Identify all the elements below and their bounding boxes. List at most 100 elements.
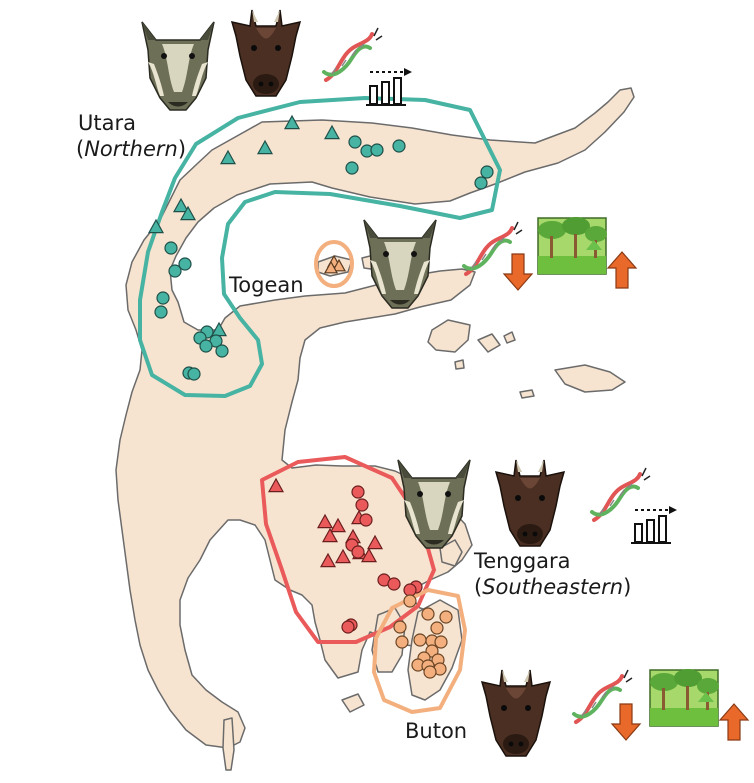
- triangle-sample-marker: [366, 534, 384, 550]
- dna-helix-icon: [590, 466, 652, 522]
- mountain-anoa-head-icon: [495, 459, 565, 547]
- triangle-sample-marker: [147, 218, 165, 234]
- triangle-sample-marker: [179, 205, 197, 221]
- circle-sample-marker: [413, 633, 427, 647]
- main-island: [115, 87, 635, 749]
- togean-label: Togean: [229, 272, 304, 298]
- circle-sample-marker: [156, 291, 170, 305]
- utara-translation-line: (Northern): [76, 136, 186, 162]
- buton-name: Buton: [405, 719, 468, 743]
- sulawesi-landmass: [115, 87, 635, 771]
- togean-region-outline: [314, 240, 354, 288]
- lowland-anoa-head-icon: [141, 21, 215, 111]
- utara-translation: Northern: [84, 137, 178, 161]
- paren-open: (: [76, 137, 85, 161]
- circle-sample-marker: [348, 135, 362, 149]
- triangle-sample-marker: [319, 552, 337, 568]
- down-arrow-icon: [503, 253, 533, 291]
- circle-sample-marker: [395, 635, 409, 649]
- triangle-sample-marker: [334, 548, 352, 564]
- circle-sample-marker: [355, 498, 369, 512]
- forest-habitat-icon: [537, 216, 608, 275]
- triangle-sample-marker: [172, 197, 190, 213]
- east-small-island: [454, 359, 465, 370]
- forest-habitat-icon: [649, 668, 720, 727]
- circle-sample-marker: [403, 594, 417, 608]
- mountain-anoa-head-icon: [481, 669, 551, 757]
- triangle-sample-marker: [329, 517, 347, 533]
- togean-name: Togean: [229, 273, 304, 297]
- circle-sample-marker: [187, 367, 201, 381]
- tenggara-name: Tenggara: [474, 549, 571, 573]
- triangle-sample-marker: [283, 114, 301, 130]
- circle-sample-marker: [423, 665, 437, 679]
- circle-sample-marker: [154, 305, 168, 319]
- triangle-sample-marker: [321, 527, 339, 543]
- peleng-island: [427, 319, 471, 353]
- circle-sample-marker: [341, 620, 355, 634]
- east-coast-islet: [519, 389, 535, 399]
- triangle-sample-marker: [323, 260, 339, 274]
- circle-sample-marker: [480, 165, 494, 179]
- dna-helix-icon: [322, 26, 384, 82]
- circle-sample-marker: [474, 176, 488, 190]
- paren-close: ): [623, 575, 632, 599]
- tenggara-translation-line: (Southeastern): [474, 574, 631, 600]
- buton-region-outline: [372, 588, 467, 714]
- circle-sample-marker: [393, 620, 407, 634]
- buton-label: Buton: [405, 718, 467, 744]
- circle-sample-marker: [370, 143, 384, 157]
- utara-icons: [141, 9, 413, 111]
- togean-sample-points: [323, 254, 347, 274]
- up-arrow-icon: [719, 703, 749, 741]
- circle-sample-marker: [430, 621, 444, 635]
- circle-sample-marker: [164, 241, 178, 255]
- circle-sample-marker: [351, 545, 365, 559]
- up-arrow-icon: [607, 251, 637, 289]
- utara-name: Utara: [78, 111, 136, 135]
- circle-sample-marker: [199, 339, 213, 353]
- triangle-sample-marker: [360, 547, 378, 563]
- tenggara-label: Tenggara (Southeastern): [474, 548, 631, 600]
- triangle-sample-marker: [331, 258, 347, 272]
- triangle-sample-marker: [316, 513, 334, 529]
- utara-label: Utara (Northern): [76, 110, 186, 162]
- wawonii-island: [439, 539, 463, 567]
- paren-open: (: [474, 575, 483, 599]
- circle-sample-marker: [351, 485, 365, 499]
- tenggara-translation: Southeastern: [482, 575, 624, 599]
- mountain-anoa-head-icon: [231, 9, 301, 97]
- banggai-island-a: [477, 333, 501, 353]
- circle-sample-marker: [215, 344, 229, 358]
- circle-sample-marker: [392, 139, 406, 153]
- tenggara-region-outline: [260, 455, 436, 644]
- sulu-islands: [554, 364, 626, 393]
- tenggara-sample-points: [267, 477, 423, 634]
- utara-sample-points: [147, 114, 494, 381]
- utara-region-outline: [138, 96, 502, 398]
- selayar-island: [222, 717, 235, 771]
- triangle-sample-marker: [256, 139, 274, 155]
- circle-sample-marker: [178, 257, 192, 271]
- circle-sample-marker: [168, 264, 182, 278]
- banggai-island-b: [503, 331, 516, 344]
- buton-sample-points: [393, 594, 453, 679]
- triangle-sample-marker: [219, 149, 237, 165]
- circle-sample-marker: [403, 583, 417, 597]
- down-arrow-icon: [611, 703, 641, 741]
- circle-sample-marker: [345, 161, 359, 175]
- buton-icons: [481, 668, 749, 757]
- circle-sample-marker: [434, 635, 448, 649]
- circle-sample-marker: [439, 610, 453, 624]
- triangle-sample-marker: [267, 477, 285, 493]
- circle-sample-marker: [359, 513, 373, 527]
- triangle-sample-marker: [323, 124, 341, 140]
- paren-close: ): [177, 137, 187, 161]
- circle-sample-marker: [421, 607, 435, 621]
- togean-icons: [363, 216, 637, 309]
- circle-sample-marker: [387, 577, 401, 591]
- kabaena-island: [341, 693, 365, 713]
- tenggara-icons: [397, 459, 678, 549]
